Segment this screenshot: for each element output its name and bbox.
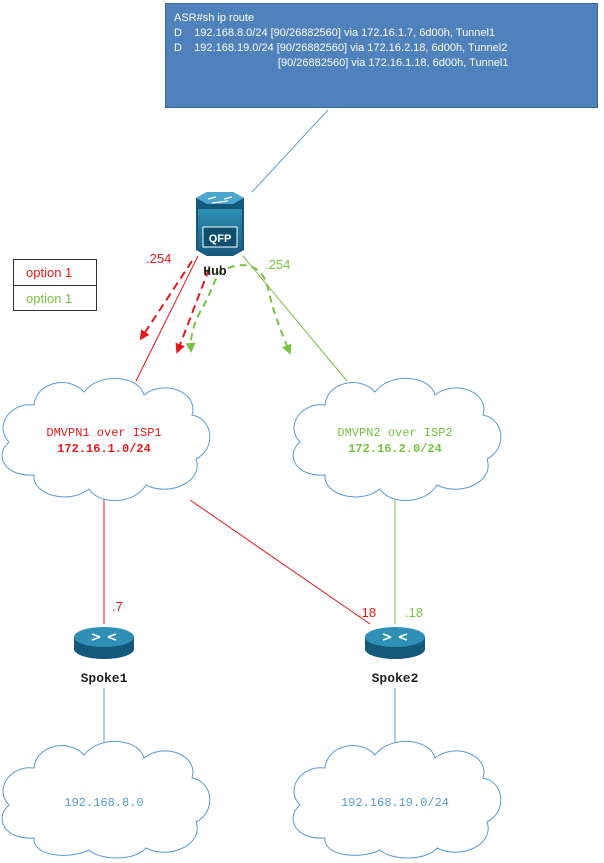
lan2-subnet: 192.168.19.0/24 [341,796,449,810]
route-note-line-4: [90/26882560] via 172.16.1.18, 6d00h, Tu… [174,57,509,69]
note-connector-line [251,109,329,193]
spoke2-addr-red: .18 [358,605,376,620]
route-note-line-2: D 192.168.8.0/24 [90/26882560] via 172.1… [174,27,496,39]
hub-label: Hub [203,264,227,279]
lan2-cloud [292,741,502,859]
hub-addr-green: .254 [265,257,290,272]
red-dashed-arrow-left [139,260,193,341]
hub-router-icon [196,192,244,256]
route-table-note: ASR#sh ip route D 192.168.8.0/24 [90/2688… [165,3,598,108]
spoke1-addr: .7 [112,599,123,614]
spoke2-addr-green: .18 [405,605,423,620]
dmvpn2-name: DMVPN2 over ISP2 [337,426,452,440]
route-note-line-1: ASR#sh ip route [174,12,255,24]
dmvpn1-cloud [1,378,211,502]
legend: option 1 option 1 [13,259,97,311]
dmvpn2-subnet: 172.16.2.0/24 [348,442,442,456]
hub-dmvpn1-link [135,255,199,382]
legend-item-red: option 1 [26,265,73,280]
route-note-line-3: D 192.168.19.0/24 [90/26882560] via 172.… [174,42,508,54]
dmvpn1-name: DMVPN1 over ISP1 [46,426,161,440]
spoke2-label: Spoke2 [372,671,419,686]
lan1-cloud [1,741,211,859]
dmvpn1-subnet: 172.16.1.0/24 [57,442,151,456]
spoke1-router-icon [74,627,134,659]
green-dashed-arrow-left [185,267,223,353]
lan1-subnet: 192.168.8.0 [64,796,143,810]
green-dashed-arrow-right [227,264,292,355]
hub-addr-red: .254 [146,251,171,266]
spoke1-label: Spoke1 [81,671,128,686]
hub-chip-label: QFP [209,233,232,245]
legend-item-green: option 1 [14,285,96,311]
hub-dmvpn2-link [242,255,348,382]
dmvpn2-cloud [292,378,502,502]
dmvpn1-spoke2-link [189,499,371,625]
spoke2-router-icon [365,627,425,659]
red-dashed-arrow-right [175,268,210,354]
